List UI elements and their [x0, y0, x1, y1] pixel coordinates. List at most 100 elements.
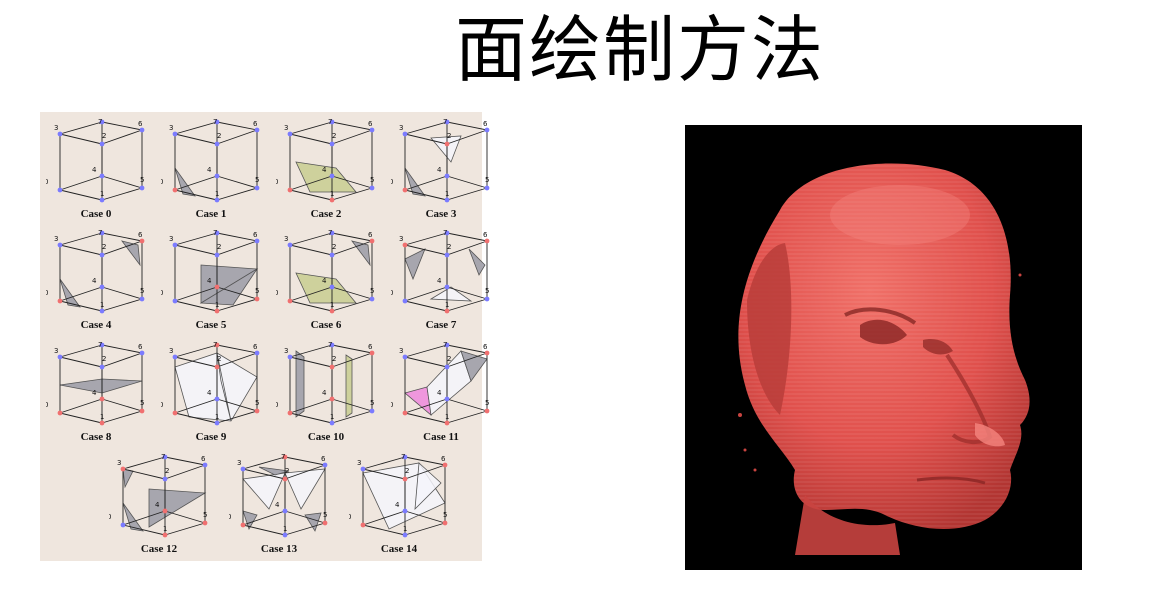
cube-vertex [322, 520, 328, 526]
cube-vertex [329, 197, 335, 203]
vertex-label: 4 [207, 277, 212, 285]
vertex-label: 6 [138, 120, 143, 128]
vertex-label: 3 [237, 459, 241, 467]
vertex-label: 7 [443, 341, 447, 349]
vertex-label: 2 [102, 243, 106, 251]
cube-vertex [369, 350, 375, 356]
vertex-label: 3 [169, 235, 173, 243]
cube-vertex [444, 420, 450, 426]
isosurface-triangle [242, 472, 286, 510]
cube-vertex [484, 238, 490, 244]
vertex-label: 0 [46, 178, 48, 186]
cube-edge [59, 356, 103, 368]
vertex-label: 3 [399, 235, 403, 243]
cube-edge [362, 468, 406, 480]
vertex-label: 2 [217, 132, 221, 140]
cube-edge [174, 189, 218, 201]
cube-vertex [444, 197, 450, 203]
cube-edge [174, 286, 218, 302]
cube-vertex [254, 350, 260, 356]
cube-vertex [444, 173, 450, 179]
head-render-image [685, 125, 1082, 570]
vertex-label: 5 [203, 511, 207, 519]
vertex-label: 6 [253, 120, 258, 128]
cube-edge [404, 356, 448, 368]
cube-edge [59, 300, 103, 312]
cube-edge [101, 187, 143, 201]
cube-edge [59, 232, 103, 246]
cube-edge [404, 244, 448, 256]
vertex-label: 3 [399, 347, 403, 355]
isosurface-triangle [468, 248, 486, 276]
cube-edge [404, 398, 448, 414]
vertex-label: 4 [437, 277, 442, 285]
vertex-label: 2 [447, 243, 451, 251]
case-label: Case 4 [80, 319, 112, 331]
cube-edge [331, 286, 373, 300]
cube-vertex [57, 298, 63, 304]
case-label: Case 14 [380, 543, 418, 555]
cube-vertex [369, 296, 375, 302]
cube-vertex [444, 252, 450, 258]
vertex-label: 7 [213, 341, 217, 349]
cube-edge [446, 410, 488, 424]
cube-vertex [329, 252, 335, 258]
cube-edge [404, 133, 448, 145]
cube-edge [59, 412, 103, 424]
isosurface-triangle [295, 272, 357, 304]
vertex-label: 6 [321, 455, 326, 463]
vertex-label: 1 [330, 301, 334, 309]
cube-vertex [402, 508, 408, 514]
cube-edge [174, 300, 218, 312]
vertex-label: 1 [215, 301, 219, 309]
vertex-label: 2 [165, 467, 169, 475]
case-label: Case 8 [80, 431, 112, 443]
cube-edge [404, 464, 446, 480]
cube-edge [101, 410, 143, 424]
cube-edge [404, 412, 448, 424]
cube-vertex [402, 454, 408, 460]
cube-vertex [202, 462, 208, 468]
cube-edge [362, 510, 406, 526]
cube-vertex [484, 185, 490, 191]
cube-vertex [444, 364, 450, 370]
cube-vertex [162, 454, 168, 460]
cube-vertex [287, 354, 293, 360]
cube-edge [331, 298, 373, 312]
cube-vertex [402, 354, 408, 360]
cube-vertex [214, 364, 220, 370]
cube-vertex [444, 308, 450, 314]
cube-edge [174, 398, 218, 414]
cube-vertex [139, 350, 145, 356]
cube-edge [362, 456, 406, 470]
vertex-label: 3 [54, 235, 58, 243]
cube-vertex [444, 119, 450, 125]
cube-vertex [57, 242, 63, 248]
head-surface-render [738, 163, 1030, 555]
vertex-label: 7 [98, 118, 102, 126]
vertex-label: 2 [285, 467, 289, 475]
cube-edge [289, 344, 333, 358]
cube-vertex [282, 476, 288, 482]
cube-edge [446, 344, 488, 354]
vertex-label: 2 [332, 355, 336, 363]
cube-edge [216, 298, 258, 312]
vertex-label: 0 [161, 401, 163, 409]
cube-vertex [99, 364, 105, 370]
vertex-label: 3 [54, 347, 58, 355]
cube-edge [331, 344, 373, 354]
vertex-label: 5 [370, 176, 374, 184]
vertex-label: 1 [445, 190, 449, 198]
cube-edge [122, 510, 166, 526]
cube-vertex [99, 197, 105, 203]
cube-edge [404, 300, 448, 312]
cube-edge [59, 344, 103, 358]
vertex-label: 7 [281, 453, 285, 461]
